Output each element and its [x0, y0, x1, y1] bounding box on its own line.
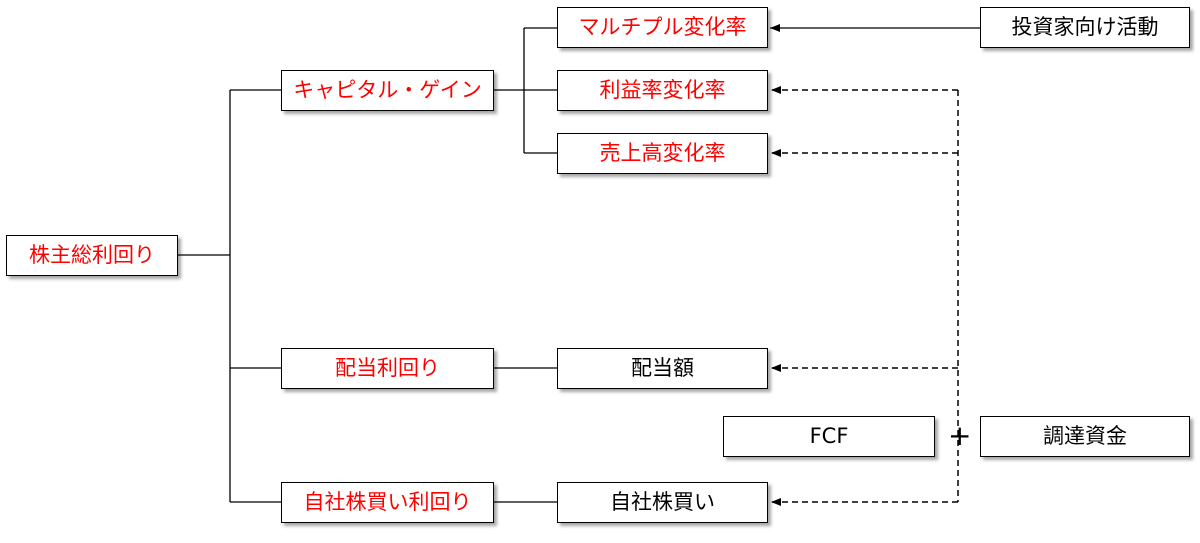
node-margin-change: 利益率変化率 — [557, 70, 768, 111]
node-fcf: FCF — [723, 416, 935, 457]
node-buyback: 自社株買い — [557, 482, 768, 523]
node-financing: 調達資金 — [980, 416, 1190, 457]
node-multiple-change: マルチプル変化率 — [557, 7, 768, 48]
node-dividend-yield: 配当利回り — [281, 348, 494, 389]
node-investor-relations: 投資家向け活動 — [980, 7, 1190, 48]
node-dividend-amount: 配当額 — [557, 348, 768, 389]
node-sales-change: 売上高変化率 — [557, 133, 768, 174]
node-total-shareholder-return: 株主総利回り — [6, 235, 178, 276]
plus-operator: + — [948, 419, 972, 452]
node-capital-gain: キャピタル・ゲイン — [281, 70, 494, 111]
node-buyback-yield: 自社株買い利回り — [281, 482, 494, 523]
